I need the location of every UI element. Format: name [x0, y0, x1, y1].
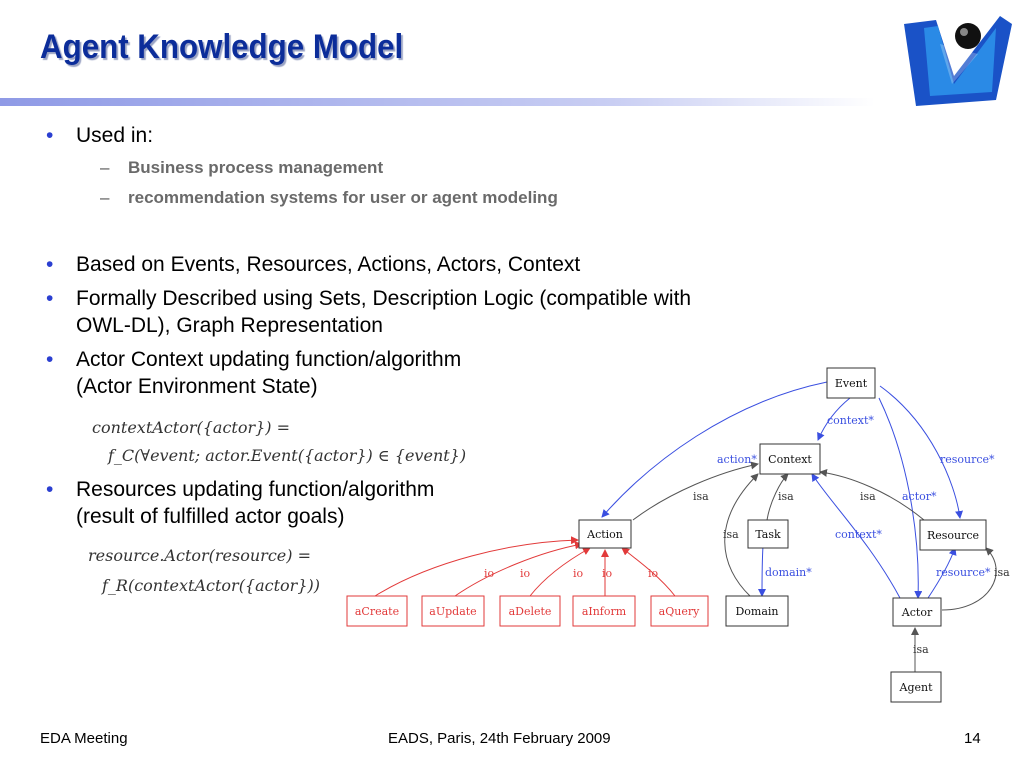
- edge-label-resource-star-actor: resource*: [936, 566, 991, 579]
- edge-label-io-3: io: [573, 567, 584, 580]
- slide-title: Agent Knowledge Model: [40, 28, 404, 66]
- node-acreate-box: [346, 595, 408, 627]
- bullet-line: (Actor Environment State): [76, 375, 318, 398]
- bullet-used-in: Used in:: [46, 122, 153, 149]
- node-resource: Resource: [927, 529, 979, 542]
- bullet-formally-described: Formally Described using Sets, Descripti…: [46, 285, 692, 339]
- node-acreate: aCreate: [355, 605, 399, 618]
- node-aupdate: aUpdate: [429, 605, 476, 618]
- node-task-box: [747, 519, 789, 549]
- node-actor: Actor: [901, 606, 933, 619]
- footer-left: EDA Meeting: [40, 730, 128, 747]
- edge-label-isa-domain: isa: [723, 528, 739, 541]
- node-agent: Agent: [899, 681, 934, 694]
- bullet-line: Resources updating function/algorithm: [76, 478, 435, 501]
- node-task: Task: [755, 528, 781, 541]
- edge-label-io-5: io: [648, 567, 659, 580]
- bullet-actor-context: Actor Context updating function/algorith…: [46, 346, 462, 400]
- node-event: Event: [835, 377, 868, 390]
- edge-label-io-4: io: [602, 567, 613, 580]
- node-agent-box: [890, 671, 942, 703]
- node-action-box: [578, 519, 632, 549]
- bullet-resources-updating: Resources updating function/algorithm (r…: [46, 476, 435, 530]
- node-context-box: [759, 443, 821, 475]
- edge-label-isa-agent: isa: [913, 643, 929, 656]
- bullet-line: Actor Context updating function/algorith…: [76, 348, 462, 371]
- node-event-box: [826, 367, 876, 399]
- bullet-based-on: Based on Events, Resources, Actions, Act…: [46, 251, 580, 278]
- footer-center: EADS, Paris, 24th February 2009: [388, 730, 611, 747]
- edge-label-isa-task: isa: [778, 490, 794, 503]
- node-resource-box: [919, 519, 987, 551]
- formula-resource-line1: resource.Actor(resource) =: [88, 546, 311, 565]
- node-ainform: aInform: [582, 605, 627, 618]
- node-domain-box: [725, 595, 789, 627]
- node-aquery: aQuery: [659, 605, 700, 618]
- node-actor-box: [892, 597, 942, 627]
- edge-label-context-star-actor: context*: [835, 528, 882, 541]
- node-aquery-box: [650, 595, 709, 627]
- edge-label-domain-star: domain*: [765, 566, 812, 579]
- node-action: Action: [586, 528, 623, 541]
- title-underline: [0, 98, 875, 106]
- sub-bullet-bpm: Business process management: [100, 158, 383, 178]
- node-context: Context: [768, 453, 812, 466]
- edge-label-context-star: context*: [827, 414, 874, 427]
- node-adelete: aDelete: [509, 605, 552, 618]
- formula-resource-line2: f_R(contextActor({actor})): [102, 576, 320, 595]
- formula-context-line1: contextActor({actor}) =: [92, 418, 291, 437]
- sub-bullet-recommendation: recommendation systems for user or agent…: [100, 188, 558, 208]
- company-logo: [904, 16, 1012, 106]
- node-adelete-box: [499, 595, 561, 627]
- node-domain: Domain: [735, 605, 778, 618]
- formula-context-line2: f_C(∀event; actor.Event({actor}) ∈ {even…: [108, 446, 467, 465]
- node-aupdate-box: [421, 595, 485, 627]
- edge-label-isa-resource: isa: [860, 490, 876, 503]
- edge-label-isa-action: isa: [693, 490, 709, 503]
- edge-label-actor-star: actor*: [902, 490, 937, 503]
- bullet-line: Formally Described using Sets, Descripti…: [76, 287, 692, 310]
- edge-label-action-star: action*: [717, 453, 757, 466]
- edge-label-isa-actor-loop: isa: [994, 566, 1010, 579]
- knowledge-graph-diagram: Event Context Action Task Resource Domai…: [346, 367, 1010, 703]
- edge-label-io-1: io: [484, 567, 495, 580]
- edge-label-io-2: io: [520, 567, 531, 580]
- bullet-line: OWL-DL), Graph Representation: [76, 314, 383, 337]
- node-ainform-box: [572, 595, 636, 627]
- bullet-line: (result of fulfilled actor goals): [76, 505, 345, 528]
- edge-label-resource-star-top: resource*: [940, 453, 995, 466]
- slide-number: 14: [964, 730, 981, 747]
